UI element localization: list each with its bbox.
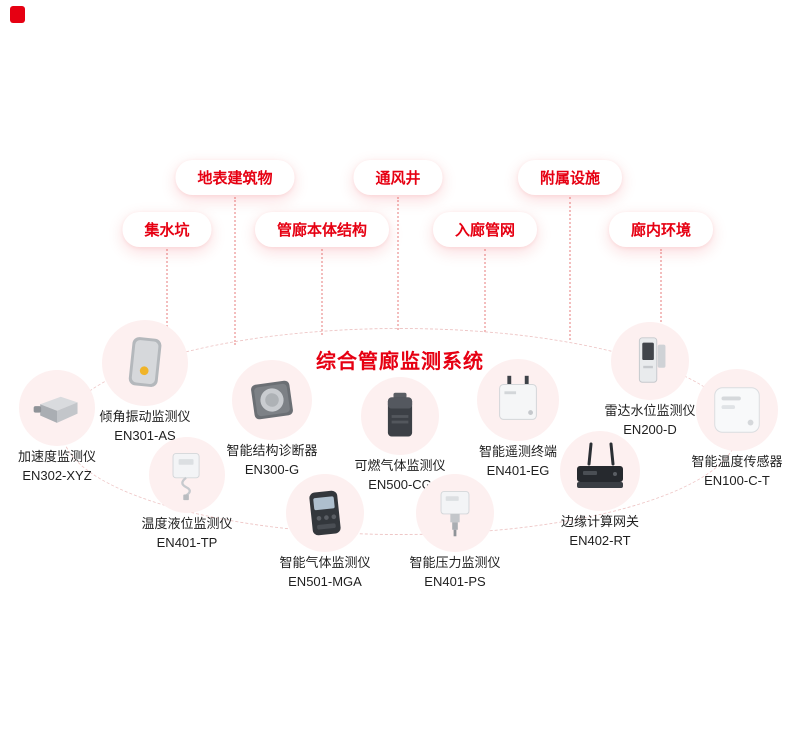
device-structure-diagnostics: 智能结构诊断器 EN300-G xyxy=(197,360,347,479)
tilt-vibration-monitor-icon xyxy=(128,337,162,387)
connector-line-gallery-structure xyxy=(321,249,323,335)
device-circle xyxy=(416,474,494,552)
pill-auxiliary-facilities: 附属设施 xyxy=(517,160,623,195)
connector-line-surface-buildings xyxy=(234,197,236,345)
device-name: 智能温度传感器 xyxy=(691,454,783,469)
device-model: EN500-CG xyxy=(368,477,432,492)
telemetry-terminal-icon xyxy=(499,375,537,420)
device-circle xyxy=(477,359,559,441)
device-tilt-vibration-monitor: 倾角振动监测仪 EN301-AS xyxy=(70,320,220,445)
device-pressure-monitor: 智能压力监测仪 EN401-PS xyxy=(380,474,530,591)
connector-line-gallery-environment xyxy=(660,249,662,350)
device-circle xyxy=(286,474,364,552)
pill-surface-buildings: 地表建筑物 xyxy=(175,160,295,195)
device-temperature-sensor: 智能温度传感器 EN100-C-T xyxy=(662,369,800,490)
device-edge-computing-gateway: 边缘计算网关 EN402-RT xyxy=(525,431,675,550)
device-combustible-gas-monitor: 可燃气体监测仪 EN500-CG xyxy=(325,377,475,494)
device-model: EN401-PS xyxy=(424,574,486,589)
device-circle xyxy=(560,431,640,511)
combustible-gas-monitor-icon xyxy=(387,392,413,437)
temperature-sensor-icon xyxy=(714,387,760,433)
edge-computing-gateway-icon xyxy=(577,442,623,488)
device-radar-water-level-monitor: 雷达水位监测仪 EN200-D xyxy=(575,322,725,439)
pressure-monitor-icon xyxy=(440,491,470,537)
pill-gallery-structure: 管廊本体结构 xyxy=(254,212,390,247)
radar-water-level-icon xyxy=(638,337,666,383)
diagram-title: 综合管廊监测系统 xyxy=(316,351,484,373)
connector-line-pipeline-network xyxy=(484,249,486,332)
device-model: EN300-G xyxy=(244,462,300,477)
pill-gallery-environment: 廊内环境 xyxy=(608,212,714,247)
device-model: EN100-C-T xyxy=(704,473,770,488)
connector-line-auxiliary-facilities xyxy=(569,197,571,340)
device-temperature-liquid-level-monitor: 温度液位监测仪 EN401-TP xyxy=(112,437,262,552)
device-name: 倾角振动监测仪 xyxy=(99,409,191,424)
structure-diagnostics-icon xyxy=(251,380,293,420)
pill-ventilation-shaft: 通风井 xyxy=(353,160,443,195)
device-circle xyxy=(149,437,225,513)
device-name: 温度液位监测仪 xyxy=(141,516,233,531)
connector-line-water-collection-pit xyxy=(166,249,168,355)
device-name: 智能结构诊断器 xyxy=(226,443,318,458)
device-circle xyxy=(232,360,312,440)
device-name: 智能压力监测仪 xyxy=(409,555,501,570)
device-model: EN501-MGA xyxy=(288,574,362,589)
device-name: 智能遥测终端 xyxy=(478,444,557,459)
device-name: 智能气体监测仪 xyxy=(279,555,371,570)
device-name: 可燃气体监测仪 xyxy=(354,458,446,473)
accelerometer-icon xyxy=(33,396,78,423)
device-model: EN402-RT xyxy=(569,533,631,548)
smart-gas-monitor-icon xyxy=(309,490,341,536)
device-name: 加速度监测仪 xyxy=(17,449,96,464)
logo-mark xyxy=(10,6,25,23)
temperature-liquid-level-icon xyxy=(172,453,200,501)
device-model: EN401-TP xyxy=(156,535,218,550)
device-model: EN301-AS xyxy=(114,428,176,443)
device-accelerometer: 加速度监测仪 EN302-XYZ xyxy=(0,370,132,485)
pill-water-collection-pit: 集水坑 xyxy=(122,212,212,247)
connector-line-ventilation-shaft xyxy=(397,197,399,330)
device-circle xyxy=(102,320,188,406)
device-circle xyxy=(361,377,439,455)
pill-pipeline-network: 入廊管网 xyxy=(432,212,538,247)
device-smart-gas-monitor: 智能气体监测仪 EN501-MGA xyxy=(250,474,400,591)
device-circle xyxy=(696,369,778,451)
device-telemetry-terminal: 智能遥测终端 EN401-EG xyxy=(443,359,593,480)
device-circle xyxy=(611,322,689,400)
device-circle xyxy=(19,370,95,446)
device-model: EN302-XYZ xyxy=(22,468,92,483)
device-name: 雷达水位监测仪 xyxy=(604,403,696,418)
device-name: 边缘计算网关 xyxy=(560,514,639,529)
device-model: EN200-D xyxy=(623,422,677,437)
device-model: EN401-EG xyxy=(486,463,550,478)
